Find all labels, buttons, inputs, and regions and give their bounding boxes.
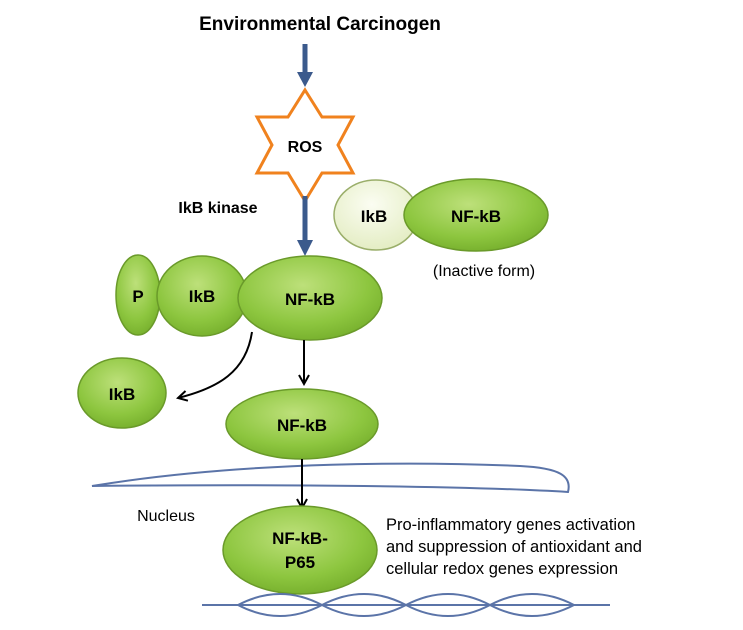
arrow-carcinogen-to-ros bbox=[297, 44, 313, 87]
phosphorylated-complex: P IkB NF-kB bbox=[115, 254, 383, 341]
inactive-nfkb-ellipse bbox=[403, 178, 549, 252]
released-ikb-label: IkB bbox=[109, 385, 135, 404]
inactive-ikb-label: IkB bbox=[361, 207, 387, 226]
ikb-kinase-label: IkB kinase bbox=[178, 200, 257, 217]
complex-ikb-label: IkB bbox=[189, 287, 215, 306]
dna-helix-icon bbox=[202, 593, 610, 617]
free-nfkb-label: NF-kB bbox=[277, 416, 327, 435]
arrow-ros-to-complex bbox=[297, 196, 313, 256]
nuclear-membrane bbox=[91, 462, 570, 494]
nuclear-nfkb-ellipse bbox=[222, 505, 378, 595]
arrow-ikb-release bbox=[178, 331, 253, 398]
inactive-nfkb-label: NF-kB bbox=[451, 207, 501, 226]
complex-nfkb-ellipse bbox=[237, 255, 383, 341]
nuclear-nfkb-label-line2: P65 bbox=[285, 553, 315, 572]
nuclear-nfkb-label-line1: NF-kB- bbox=[272, 529, 328, 548]
outcome-line-3: cellular redox genes expression bbox=[386, 560, 618, 578]
inactive-complex: IkB NF-kB bbox=[333, 178, 549, 252]
released-ikb-ellipse bbox=[77, 357, 167, 429]
inactive-form-caption: (Inactive form) bbox=[433, 263, 535, 280]
nucleus-label: Nucleus bbox=[137, 508, 195, 525]
p-label: P bbox=[132, 287, 143, 306]
outcome-line-2: and suppression of antioxidant and bbox=[386, 538, 642, 556]
outcome-line-1: Pro-inflammatory genes activation bbox=[386, 516, 635, 534]
complex-nfkb-label: NF-kB bbox=[285, 290, 335, 309]
ros-label: ROS bbox=[288, 139, 323, 156]
title-text: Environmental Carcinogen bbox=[199, 14, 441, 35]
